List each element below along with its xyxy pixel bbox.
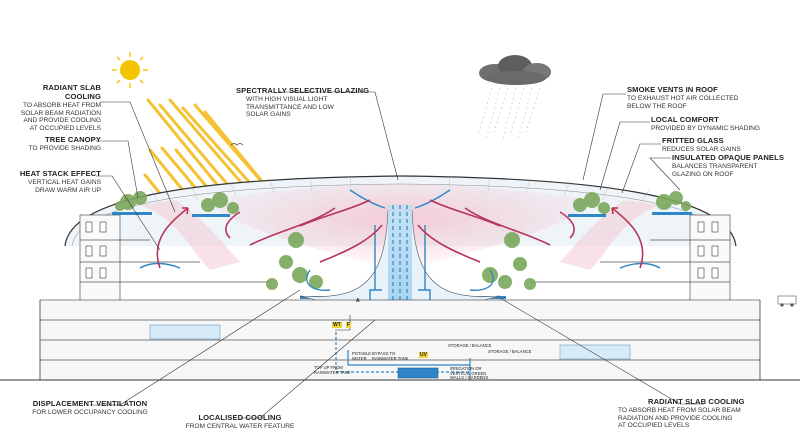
label-tree-canopy-body: TO PROVIDE SHADING: [28, 144, 101, 152]
label-localised: LOCALISED COOLING FROM CENTRAL WATER FEA…: [160, 413, 320, 431]
rain: [477, 87, 541, 143]
badge-uv: UV: [419, 352, 428, 358]
label-tree-canopy: TREE CANOPY TO PROVIDE SHADING: [6, 135, 101, 153]
tag-bypass: BYPASS TO RAINWATER TANK: [372, 351, 409, 361]
label-radiant-slab-top: RADIANT SLAB COOLING TO ABSORB HEAT FROM…: [6, 83, 101, 133]
vehicle-icon: [777, 295, 797, 307]
label-fritted-glass-body: REDUCES SOLAR GAINS: [662, 145, 741, 153]
label-fritted-glass-title: FRITTED GLASS: [662, 136, 724, 145]
tag-top-up: TOP UP FROM RAINWATER TANK: [314, 365, 351, 375]
label-fritted-glass: FRITTED GLASS REDUCES SOLAR GAINS: [662, 136, 798, 154]
label-glazing-title: SPECTRALLY SELECTIVE GLAZING: [236, 86, 370, 95]
label-glazing: SPECTRALLY SELECTIVE GLAZING WITH HIGH V…: [236, 86, 386, 119]
warm-air-arrows: [156, 199, 644, 269]
label-radiant-slab-top-title: RADIANT SLAB COOLING: [42, 83, 101, 101]
label-radiant-slab-top-body: TO ABSORB HEAT FROM SOLAR BEAM RADIATION…: [20, 101, 101, 133]
label-local-comfort-title: LOCAL COMFORT: [651, 115, 719, 124]
label-glazing-body: WITH HIGH VISUAL LIGHT TRANSMITTANCE AND…: [246, 95, 334, 119]
tag-storage-balance-2: STORAGE / BALANCE: [488, 349, 532, 354]
label-displacement: DISPLACEMENT VENTILATION FOR LOWER OCCUP…: [0, 399, 180, 417]
building-right: [530, 214, 731, 306]
cloud-icon: [479, 55, 551, 85]
label-localised-body: FROM CENTRAL WATER FEATURE: [185, 422, 295, 430]
label-radiant-slab-bottom-body: TO ABSORB HEAT FROM SOLAR BEAM RADIATION…: [618, 406, 741, 430]
tree-icon: [115, 191, 691, 324]
sun-icon: [112, 52, 148, 88]
tag-irrigation: IRRIGATION OR VERTICAL GREEN WALLS / GAR…: [450, 366, 489, 381]
label-displacement-title: DISPLACEMENT VENTILATION: [32, 399, 148, 408]
leader-lines: [90, 91, 704, 419]
label-heat-stack-title: HEAT STACK EFFECT: [19, 169, 101, 178]
label-radiant-slab-bottom-title: RADIANT SLAB COOLING: [648, 397, 745, 406]
bird-icon: [230, 143, 244, 146]
label-local-comfort-body: PROVIDED BY DYNAMIC SHADING: [651, 124, 761, 132]
label-insulated-panels: INSULATED OPAQUE PANELS BALANCES TRANSPA…: [672, 153, 798, 178]
tag-potable-water: POTABLE WATER: [352, 351, 372, 361]
label-smoke-vents-title: SMOKE VENTS IN ROOF: [627, 85, 718, 94]
badge-wt: WT: [332, 322, 342, 328]
label-smoke-vents: SMOKE VENTS IN ROOF TO EXHAUST HOT AIR C…: [627, 85, 797, 110]
podium-levels: [39, 299, 761, 381]
label-displacement-body: FOR LOWER OCCUPANCY COOLING: [32, 408, 148, 416]
tag-storage-balance-1: STORAGE / BALANCE: [448, 343, 492, 348]
label-localised-title: LOCALISED COOLING: [198, 413, 282, 422]
badge-f: F: [346, 322, 352, 328]
plant-pipes: [335, 315, 471, 380]
label-tree-canopy-title: TREE CANOPY: [45, 135, 101, 144]
label-insulated-panels-body: BALANCES TRANSPARENT GLAZING ON ROOF: [672, 162, 758, 178]
label-local-comfort: LOCAL COMFORT PROVIDED BY DYNAMIC SHADIN…: [651, 115, 799, 133]
label-smoke-vents-body: TO EXHAUST HOT AIR COLLECTED BELOW THE R…: [627, 94, 739, 110]
label-heat-stack-body: VERTICAL HEAT GAINS DRAW WARM AIR UP: [27, 178, 101, 194]
label-radiant-slab-bottom: RADIANT SLAB COOLING TO ABSORB HEAT FROM…: [618, 397, 798, 430]
label-insulated-panels-title: INSULATED OPAQUE PANELS: [672, 153, 784, 162]
badge-a: A: [356, 298, 360, 304]
label-heat-stack: HEAT STACK EFFECT VERTICAL HEAT GAINS DR…: [6, 169, 101, 194]
